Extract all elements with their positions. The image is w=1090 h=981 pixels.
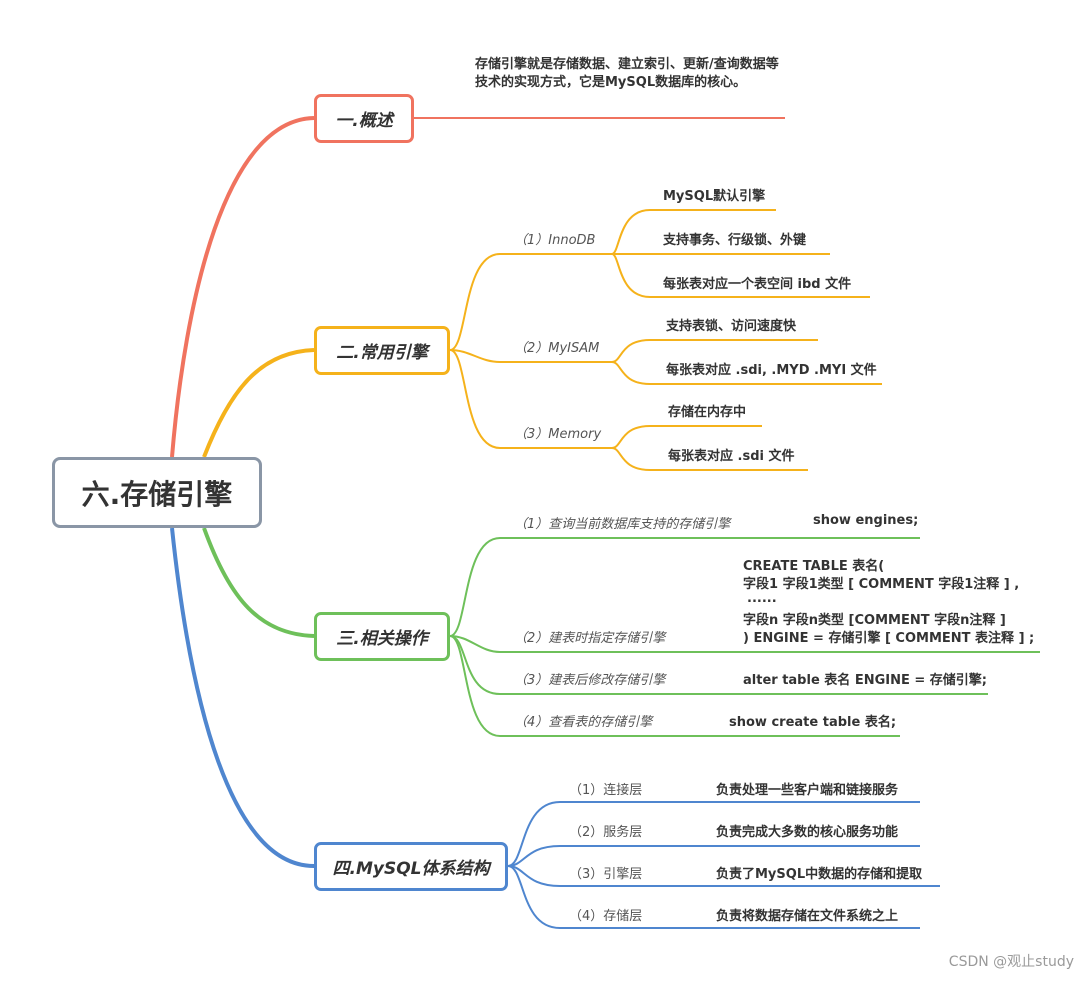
engines-connectors xyxy=(449,209,882,471)
watermark: CSDN @观止study xyxy=(948,954,1074,970)
branch-node-operations[interactable]: 三.相关操作 xyxy=(314,612,450,661)
operation-value-2-line-4: 字段n 字段n类型 [COMMENT 字段n注释 ] xyxy=(743,613,1006,628)
engine-label-myisam: （2）MyISAM xyxy=(514,341,600,356)
architecture-label-3: （3）引擎层 xyxy=(569,867,643,882)
engine-label-memory: （3）Memory xyxy=(514,427,602,442)
branch-title-engines: 二.常用引擎 xyxy=(336,343,428,363)
memory-point-1: 存储在内存中 xyxy=(668,405,747,420)
operation-label-2: （2）建表时指定存储引擎 xyxy=(514,631,666,646)
overview-text: 存储引擎就是存储数据、建立索引、更新/查询数据等技术的实现方式，它是MySQL数… xyxy=(475,57,779,90)
operation-label-1: （1）查询当前数据库支持的存储引擎 xyxy=(514,517,731,532)
operation-label-4: （4）查看表的存储引擎 xyxy=(514,715,653,730)
operations-connectors xyxy=(449,537,1040,737)
branch-title-overview: 一.概述 xyxy=(335,111,393,131)
architecture-label-2: （2）服务层 xyxy=(569,825,643,840)
innodb-point-2: 支持事务、行级锁、外键 xyxy=(663,233,807,248)
operation-value-1: show engines; xyxy=(813,513,919,528)
branch-title-operations: 三.相关操作 xyxy=(336,629,428,649)
branch-node-architecture[interactable]: 四.MySQL体系结构 xyxy=(314,842,508,891)
connector-root-operations xyxy=(202,527,315,638)
operation-value-2-line-5: ) ENGINE = 存储引擎 [ COMMENT 表注释 ] ; xyxy=(743,631,1035,646)
connector-root-overview xyxy=(170,116,315,458)
connector-root-architecture xyxy=(170,527,315,868)
myisam-point-1: 支持表锁、访问速度快 xyxy=(666,319,797,334)
branch-node-engines[interactable]: 二.常用引擎 xyxy=(314,326,450,375)
operation-value-2-line-3: ...... xyxy=(747,591,777,606)
connector-root-engines xyxy=(202,348,315,458)
memory-point-2: 每张表对应 .sdi 文件 xyxy=(668,449,795,464)
myisam-point-2: 每张表对应 .sdi, .MYD .MYI 文件 xyxy=(666,363,877,378)
architecture-value-4: 负责将数据存储在文件系统之上 xyxy=(716,909,899,924)
branch-node-overview[interactable]: 一.概述 xyxy=(314,94,414,143)
root-node[interactable]: 六.存储引擎 xyxy=(52,457,262,528)
operation-value-3: alter table 表名 ENGINE = 存储引擎; xyxy=(743,673,987,688)
operation-value-4: show create table 表名; xyxy=(729,715,897,730)
architecture-value-1: 负责处理一些客户端和链接服务 xyxy=(716,783,899,798)
engine-label-innodb: （1）InnoDB xyxy=(514,233,596,248)
architecture-label-4: （4）存储层 xyxy=(569,909,643,924)
innodb-point-1: MySQL默认引擎 xyxy=(663,189,766,204)
branch-title-architecture: 四.MySQL体系结构 xyxy=(332,859,490,879)
operation-value-2-line-1: CREATE TABLE 表名( xyxy=(743,559,885,574)
operation-value-2-line-2: 字段1 字段1类型 [ COMMENT 字段1注释 ] , xyxy=(743,577,1020,592)
architecture-value-3: 负责了MySQL中数据的存储和提取 xyxy=(716,867,923,882)
architecture-value-2: 负责完成大多数的核心服务功能 xyxy=(716,825,899,840)
root-title: 六.存储引擎 xyxy=(81,477,233,511)
operation-label-3: （3）建表后修改存储引擎 xyxy=(514,673,666,688)
innodb-point-3: 每张表对应一个表空间 ibd 文件 xyxy=(663,277,852,292)
architecture-label-1: （1）连接层 xyxy=(569,783,643,798)
architecture-connectors xyxy=(507,801,940,929)
